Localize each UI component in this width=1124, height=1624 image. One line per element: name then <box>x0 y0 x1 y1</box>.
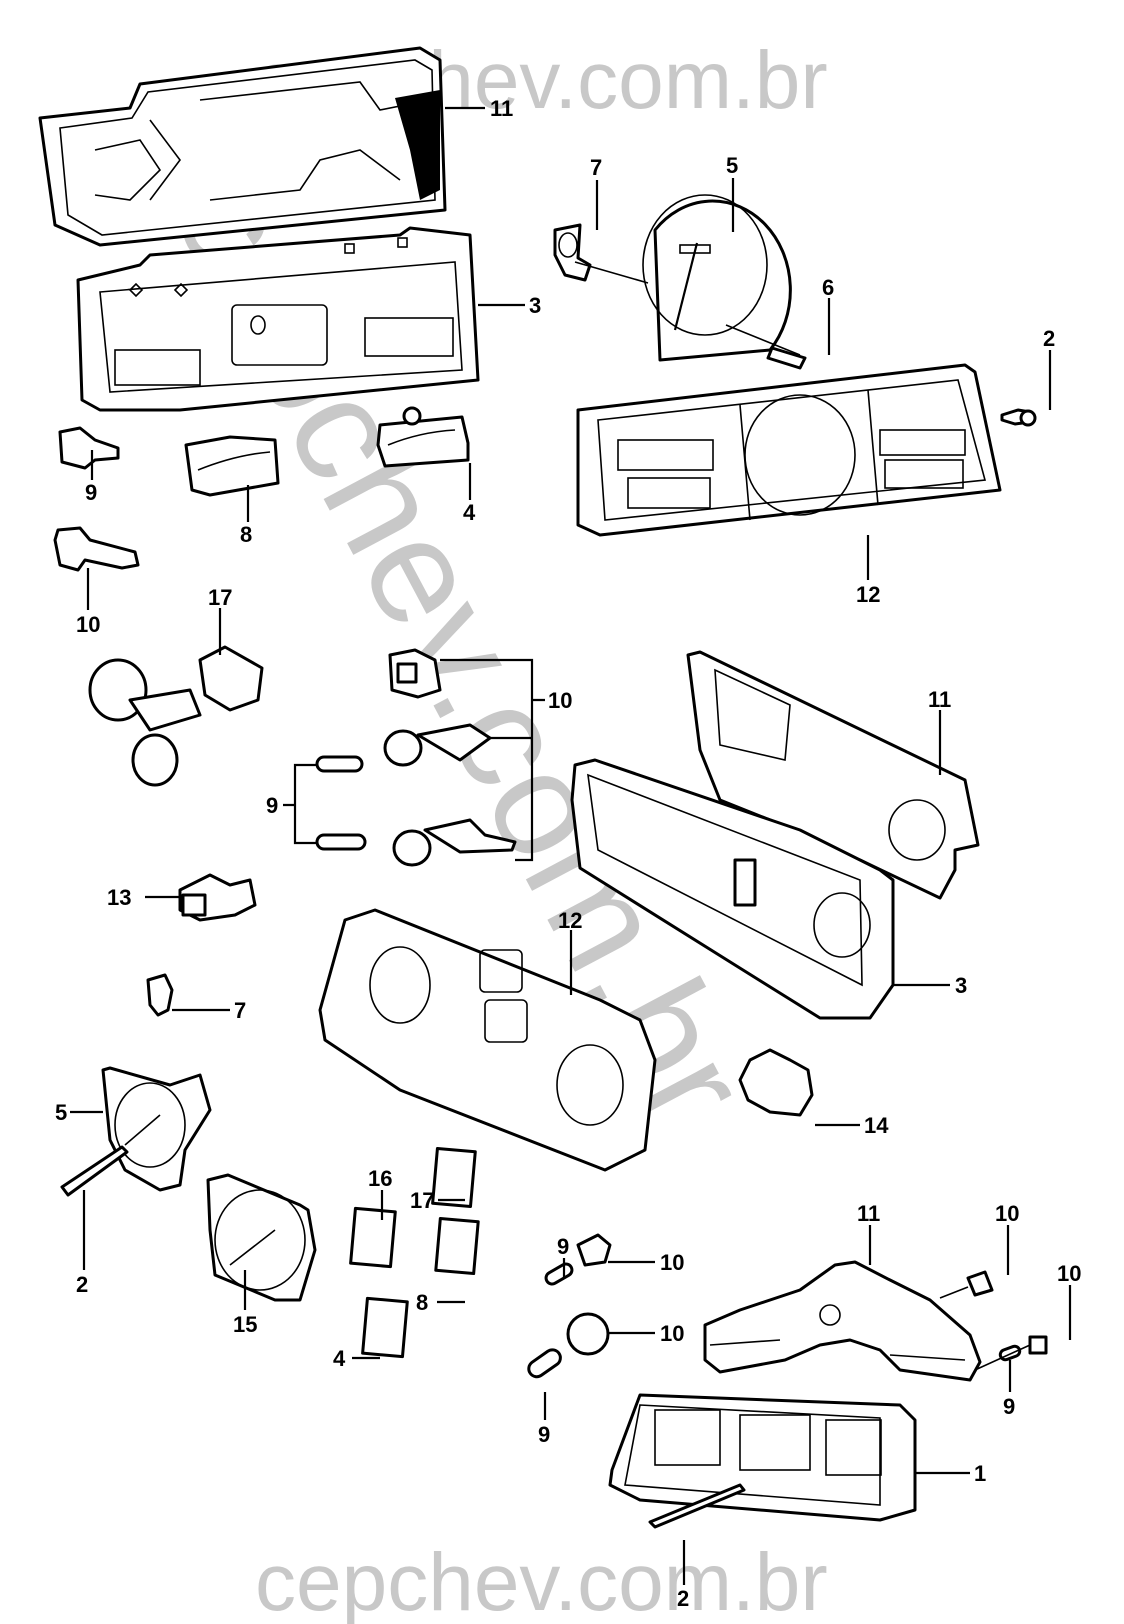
callout-11-angled: 11 <box>928 687 951 712</box>
lens-frame-upper-part <box>576 363 1037 537</box>
callout-labels: 11 3 7 5 6 2 12 9 8 4 10 17 10 9 11 13 1… <box>55 96 1081 1611</box>
bulb-pair-part <box>283 755 367 851</box>
callout-12: 12 <box>856 582 880 607</box>
speedometer-round-part <box>642 194 807 370</box>
callout-7-lower: 7 <box>234 998 246 1023</box>
clip-top-part <box>553 223 649 284</box>
lens-frame-lower-part <box>318 908 657 1172</box>
callout-10: 10 <box>76 612 100 637</box>
fuel-gauge-part <box>184 435 280 497</box>
callout-4-small: 4 <box>333 1346 346 1371</box>
pcb-flat-part <box>38 46 447 247</box>
housing-angled-part <box>570 758 895 1020</box>
callout-1: 1 <box>974 1461 986 1486</box>
callout-11: 11 <box>490 96 513 121</box>
callout-16: 16 <box>368 1166 392 1191</box>
temperature-gauge-part <box>376 406 470 468</box>
callout-9-right: 9 <box>1003 1394 1015 1419</box>
callout-9-pair: 9 <box>266 793 278 818</box>
callout-17-small: 17 <box>410 1188 434 1213</box>
callout-2-lower: 2 <box>677 1586 689 1611</box>
callout-10-small: 10 <box>660 1250 684 1275</box>
callout-8: 8 <box>240 522 252 547</box>
small-gauges-parts <box>349 1146 480 1359</box>
callout-11-curved: 11 <box>857 1201 880 1226</box>
cluster-assembly-part <box>608 1393 917 1529</box>
callout-9-lower: 9 <box>538 1422 550 1447</box>
callout-5-square: 5 <box>55 1100 67 1125</box>
callout-3-angled: 3 <box>955 973 967 998</box>
callout-12-lower: 12 <box>558 908 582 933</box>
pin-lower-left-part <box>60 1145 129 1197</box>
bulb-holders-lower <box>527 1233 612 1379</box>
callout-8-small: 8 <box>416 1290 428 1315</box>
speedometer-square-part <box>101 1066 212 1192</box>
pcb-angled-part <box>686 650 980 900</box>
callout-14: 14 <box>864 1113 889 1138</box>
switch-unit-part <box>738 1048 814 1117</box>
callout-17: 17 <box>208 585 232 610</box>
callout-9-small: 9 <box>557 1234 569 1259</box>
callout-15: 15 <box>233 1312 257 1337</box>
callout-13: 13 <box>107 885 131 910</box>
callout-6: 6 <box>822 275 834 300</box>
leader-lines <box>70 106 1072 1585</box>
callout-7: 7 <box>590 155 602 180</box>
callout-10-right-a: 10 <box>995 1201 1019 1226</box>
clip-lower-part <box>146 973 174 1017</box>
tachometer-square-part <box>206 1173 317 1302</box>
bulb-holder-part <box>53 526 140 572</box>
pcb-curved-part <box>703 1260 982 1382</box>
callout-4: 4 <box>463 500 476 525</box>
callout-5: 5 <box>726 153 738 178</box>
callout-9: 9 <box>85 480 97 505</box>
callout-2-pin: 2 <box>76 1272 88 1297</box>
callout-10-large: 10 <box>660 1321 684 1346</box>
callout-3: 3 <box>529 293 541 318</box>
callout-2: 2 <box>1043 326 1055 351</box>
connector-part <box>178 873 257 922</box>
cigarette-lighter-part <box>88 645 264 787</box>
bulb-holder-group-part <box>383 648 545 867</box>
housing-flat-part <box>76 226 480 412</box>
small-bulbs-right <box>939 1270 1048 1371</box>
bulb-socket-part <box>58 426 120 470</box>
callout-10-right-b: 10 <box>1057 1261 1081 1286</box>
callout-10-group: 10 <box>548 688 572 713</box>
watermark-bottom: cepchev.com.br <box>255 1537 828 1624</box>
